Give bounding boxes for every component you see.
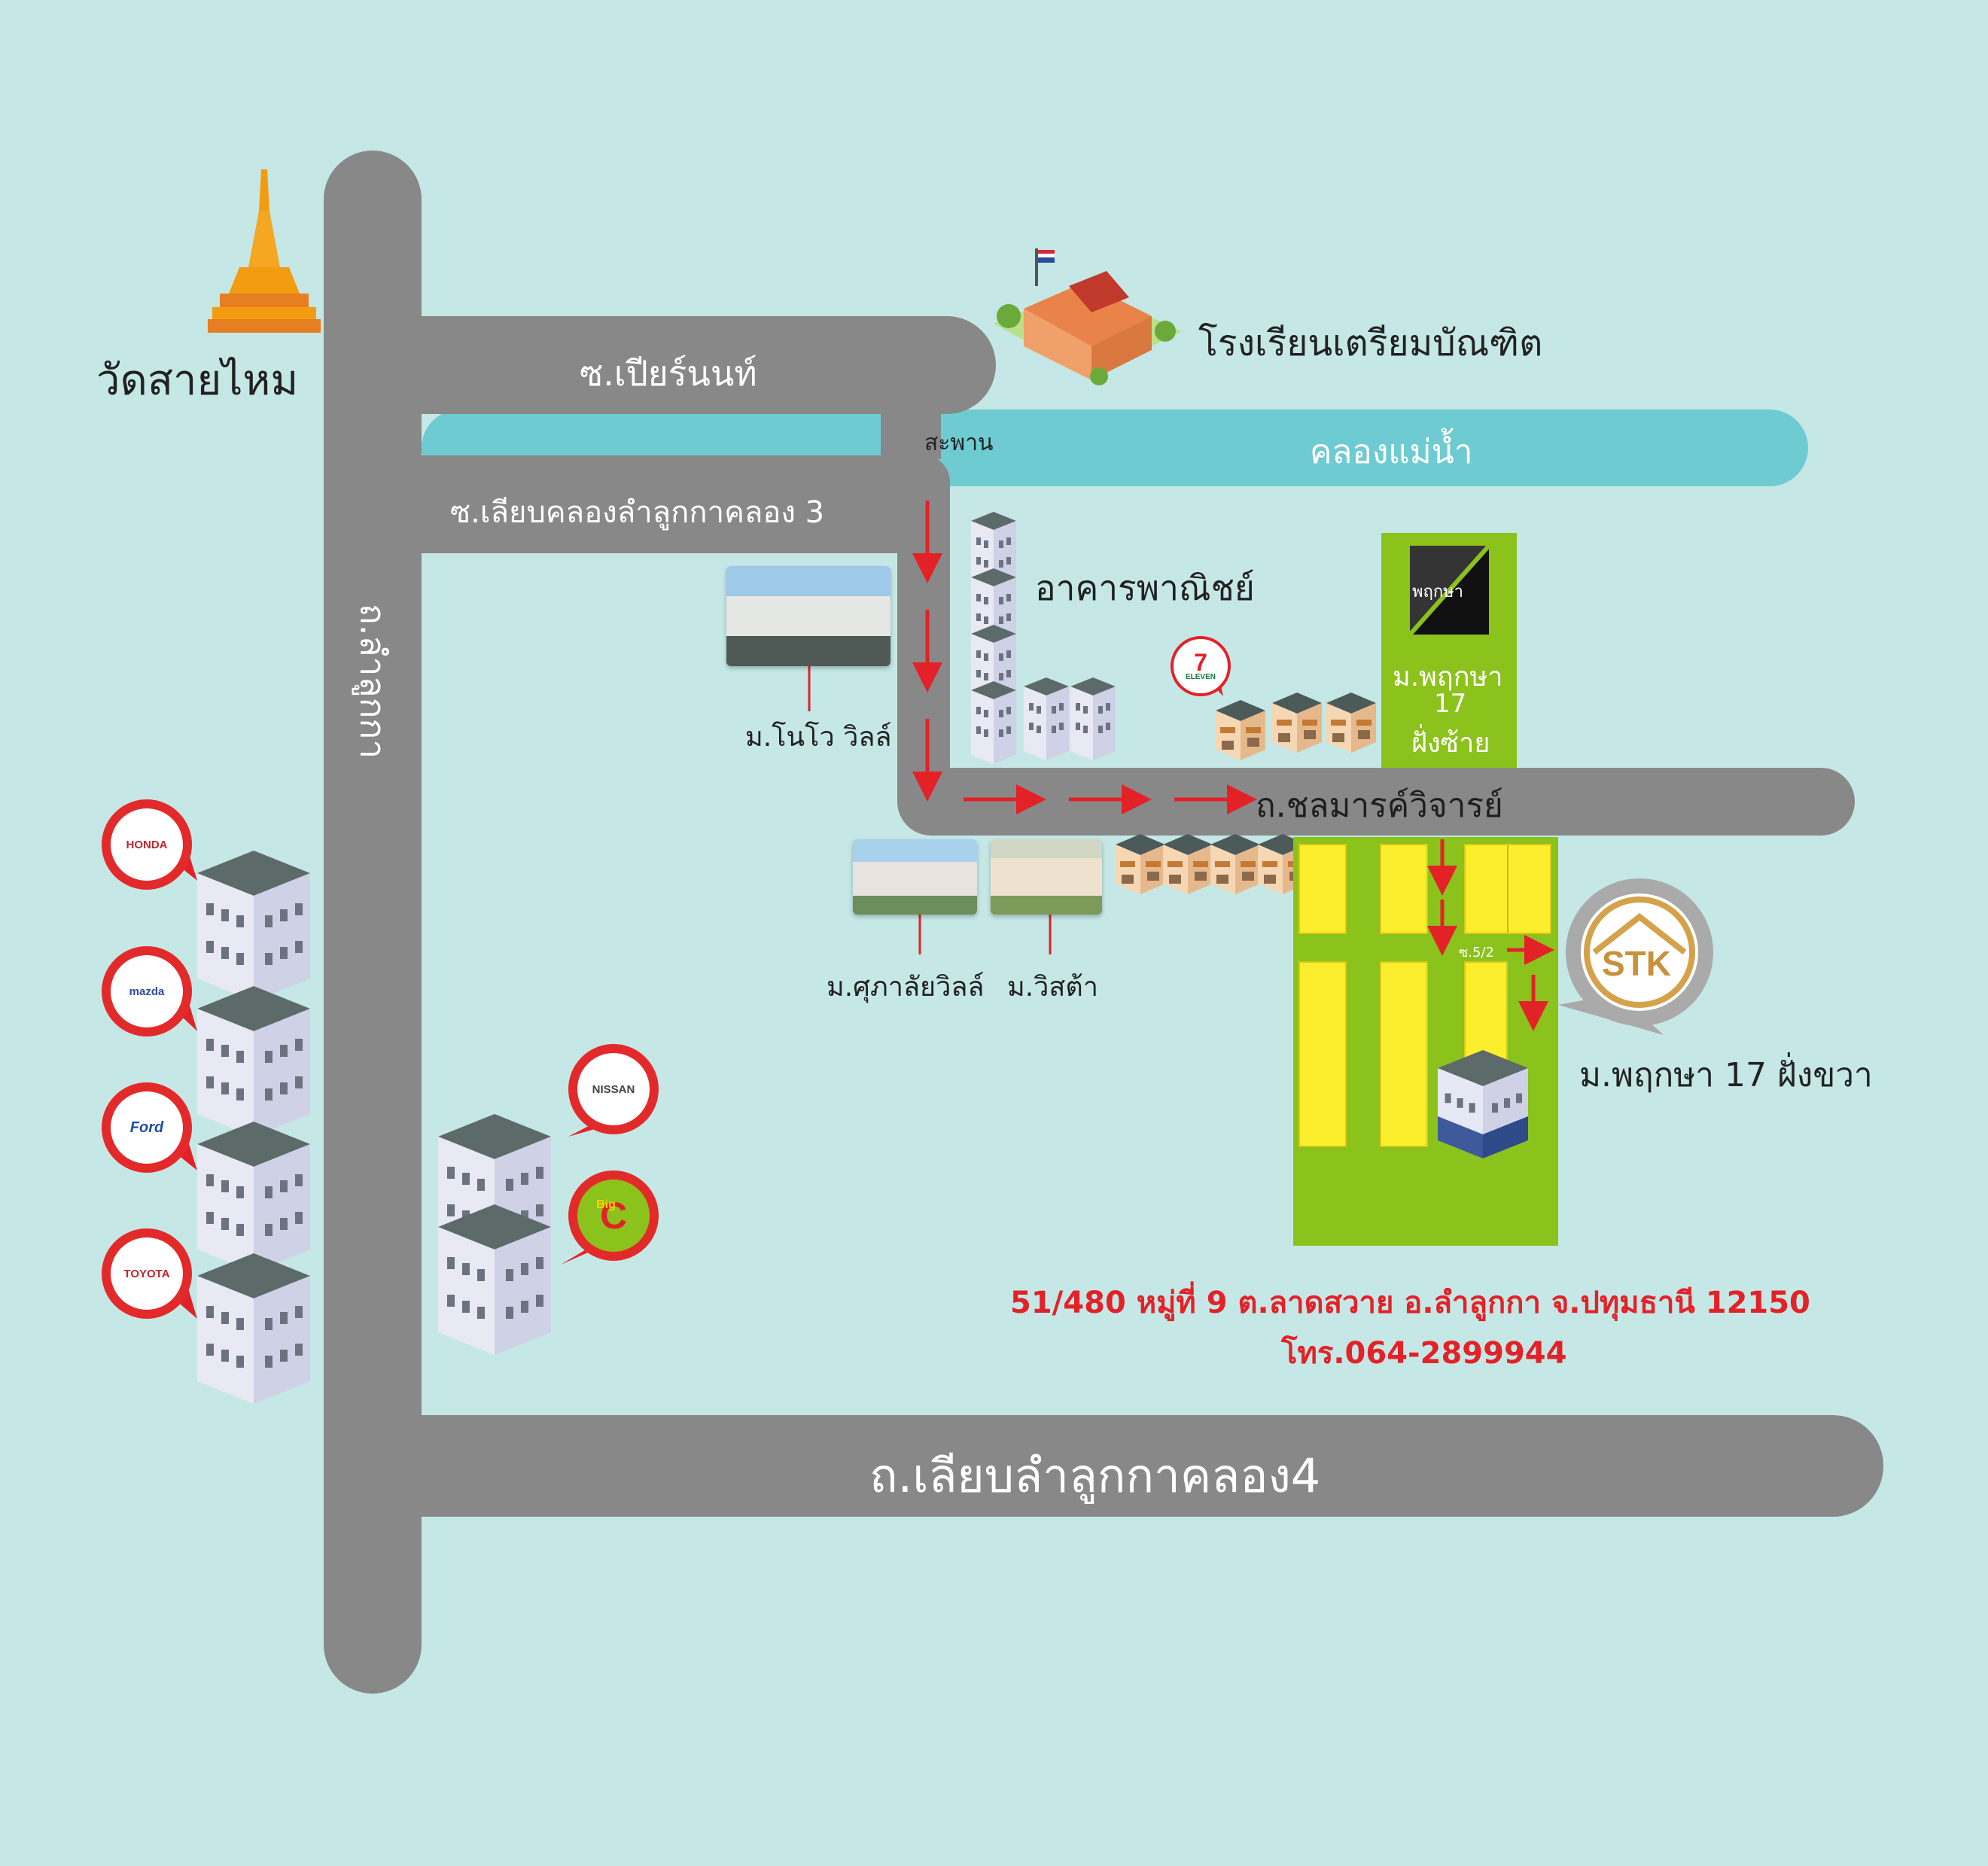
car-showroom-buildings bbox=[197, 851, 310, 1404]
novo-ville-photo bbox=[726, 566, 890, 666]
address-text: 51/480 หมู่ที่ 9 ต.ลาดสวาย อ.ลำลูกกา จ.ป… bbox=[1010, 1286, 1810, 1320]
toyota-pin: TOYOTA bbox=[102, 1228, 192, 1319]
school-label: โรงเรียนเตรียมบัณฑิต bbox=[1198, 322, 1543, 364]
pruksa-right-label: ม.พฤกษา 17 ฝั่งขวา bbox=[1579, 1056, 1873, 1094]
ford-pin: Ford bbox=[102, 1082, 192, 1173]
vista-label: ม.วิสต้า bbox=[1007, 972, 1098, 1003]
pruksa-logo-text: พฤกษา bbox=[1412, 583, 1463, 601]
nissan-pin: NISSAN bbox=[568, 1044, 659, 1134]
school-icon bbox=[994, 248, 1182, 385]
route-arrows bbox=[912, 501, 1554, 1031]
shophouses-bottom bbox=[1116, 834, 1308, 894]
road-soi-klong3-label: ซ.เลียบคลองลำลูกกาคลอง 3 bbox=[450, 495, 825, 530]
suphalai-label: ม.ศุภาลัยวิลล์ bbox=[827, 972, 985, 1003]
pruksa-left-line3: ฝั่งซ้าย bbox=[1411, 728, 1490, 759]
bridge bbox=[881, 391, 941, 459]
shophouses-top bbox=[1216, 693, 1376, 760]
temple-icon bbox=[208, 169, 321, 333]
callout-lines bbox=[808, 666, 1052, 954]
road-lamlukka-label: ถ.ลำลูกกา bbox=[352, 603, 394, 759]
pruksa-left-line2: 17 bbox=[1434, 689, 1467, 719]
bigc-pin: Big C bbox=[568, 1170, 659, 1261]
vista-photo bbox=[991, 839, 1102, 915]
pruksa-left-line1: ม.พฤกษา bbox=[1393, 662, 1503, 693]
suphalai-ville-photo bbox=[853, 839, 977, 915]
soi-52-label: ซ.5/2 bbox=[1459, 945, 1494, 960]
commercial-buildings bbox=[971, 512, 1116, 764]
road-soi-pier-label: ซ.เปียร์นนท์ bbox=[580, 353, 757, 394]
stk-logo-text: STK bbox=[1602, 944, 1671, 983]
stk-logo bbox=[1558, 878, 1713, 1035]
road-klong4 bbox=[324, 1415, 1883, 1517]
mazda-pin: mazda bbox=[102, 946, 192, 1036]
road-chonmarn-label: ถ.ชลมารค์วิจารย์ bbox=[1256, 787, 1503, 825]
bridge-label: สะพาน bbox=[924, 430, 994, 456]
road-soi-klong3-v bbox=[897, 455, 950, 824]
commercial-label: อาคารพาณิชย์ bbox=[1035, 568, 1255, 608]
road-soi-pier bbox=[324, 316, 996, 414]
road-network bbox=[324, 151, 1883, 1694]
stk-office-building bbox=[1438, 1050, 1528, 1158]
phone-text: โทร.064-2899944 bbox=[1281, 1336, 1567, 1371]
honda-pin: HONDA bbox=[102, 799, 192, 890]
temple-label: วัดสายไหม bbox=[96, 356, 299, 405]
mall-buildings bbox=[438, 1114, 551, 1355]
road-soi-klong3-h bbox=[324, 455, 950, 553]
novo-label: ม.โนโว วิลล์ bbox=[745, 722, 892, 753]
pruksa-logo bbox=[1408, 544, 1491, 636]
road-klong4-label: ถ.เลียบลำลูกกาคลอง4 bbox=[869, 1448, 1321, 1503]
seven-eleven-pin: 7 ELEVEN bbox=[1171, 636, 1231, 696]
river-label: คลองแม่น้ำ bbox=[1310, 433, 1473, 471]
